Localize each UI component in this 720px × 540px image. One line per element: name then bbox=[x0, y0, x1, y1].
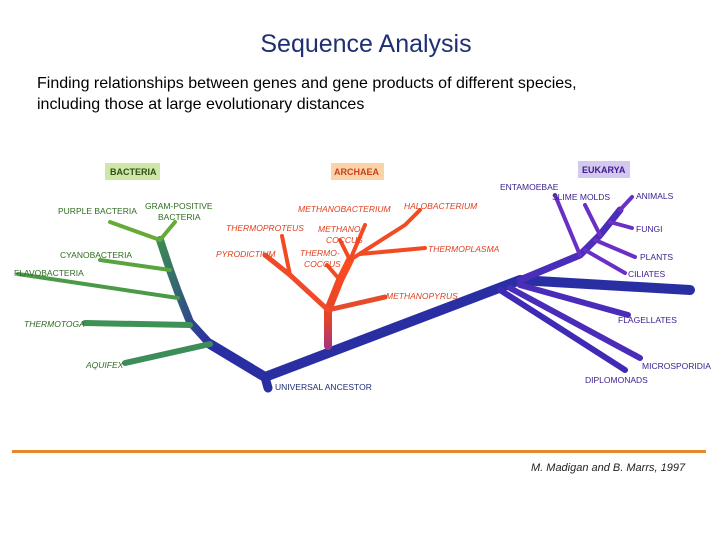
label-thermococcus-2: COCCUS bbox=[304, 259, 341, 269]
label-slime-molds: SLIME MOLDS bbox=[552, 192, 610, 202]
body-line-1: Finding relationships between genes and … bbox=[37, 75, 577, 92]
label-methanococcus-2: COCCUS bbox=[326, 235, 363, 245]
body-line-2: including those at large evolutionary di… bbox=[37, 96, 365, 113]
label-universal-ancestor: UNIVERSAL ANCESTOR bbox=[275, 382, 372, 392]
archaea-group-label: ARCHAEA bbox=[334, 167, 380, 177]
label-methanobacterium: METHANOBACTERIUM bbox=[298, 204, 391, 214]
branch-slime-molds bbox=[583, 203, 602, 237]
label-diplomonads: DIPLOMONADS bbox=[585, 375, 648, 385]
label-aquifex: AQUIFEX bbox=[85, 360, 124, 370]
label-fungi: FUNGI bbox=[636, 224, 662, 234]
label-halobacterium: HALOBACTERIUM bbox=[404, 201, 478, 211]
trunk-root bbox=[260, 372, 273, 393]
label-thermotoga: THERMOTOGA bbox=[24, 319, 85, 329]
bacteria-group-label: BACTERIA bbox=[110, 167, 157, 177]
eukarya-label-box bbox=[578, 161, 630, 178]
bacteria-main-branch bbox=[156, 236, 214, 348]
label-microsporidia: MICROSPORIDIA bbox=[642, 361, 711, 371]
branch-thermoproteus bbox=[280, 234, 292, 277]
branch-flavobacteria bbox=[16, 272, 180, 300]
label-entamoebae: ENTAMOEBAE bbox=[500, 182, 559, 192]
branch-methanococcus bbox=[338, 238, 352, 262]
label-ciliates: CILIATES bbox=[628, 269, 665, 279]
slide-title: Sequence Analysis bbox=[260, 30, 472, 58]
label-flavobacteria: FLAVOBACTERIA bbox=[14, 268, 84, 278]
label-gram-positive-1: GRAM-POSITIVE bbox=[145, 201, 213, 211]
label-animals: ANIMALS bbox=[636, 191, 674, 201]
label-thermoproteus: THERMOPROTEUS bbox=[226, 223, 304, 233]
branch-animals bbox=[618, 195, 634, 212]
branch-thermotoga bbox=[82, 320, 193, 328]
branch-microsporidia bbox=[507, 285, 643, 361]
branch-fungi bbox=[608, 220, 634, 230]
branch-aquifex bbox=[122, 341, 213, 366]
label-thermoplasma: THERMOPLASMA bbox=[428, 244, 500, 254]
label-cyanobacteria: CYANOBACTERIA bbox=[60, 250, 132, 260]
branch-diplomonads bbox=[497, 287, 628, 373]
branch-ciliates bbox=[583, 248, 627, 275]
slide-body: Finding relationships between genes and … bbox=[37, 73, 697, 115]
branch-flagellates bbox=[517, 282, 631, 318]
label-pyrodictium: PYRODICTIUM bbox=[216, 249, 276, 259]
branch-methanopyrus bbox=[325, 294, 388, 313]
branch-thermoplasma bbox=[358, 246, 427, 256]
citation-credit: M. Madigan and B. Marrs, 1997 bbox=[531, 462, 686, 474]
branch-halobacterium bbox=[348, 208, 422, 262]
divider-rule bbox=[12, 450, 706, 453]
label-methanopyrus: METHANOPYRUS bbox=[386, 291, 458, 301]
label-methanococcus-1: METHANO- bbox=[318, 224, 364, 234]
bacteria-label-box bbox=[105, 163, 160, 180]
branch-cyanobacteria bbox=[98, 258, 172, 272]
label-plants: PLANTS bbox=[640, 252, 673, 262]
phylogenetic-tree: BACTERIA ARCHAEA EUKARYA bbox=[14, 161, 711, 393]
label-gram-positive-2: BACTERIA bbox=[158, 212, 201, 222]
trunk-branch bbox=[205, 275, 695, 382]
branch-plants bbox=[593, 238, 637, 259]
eukarya-group-label: EUKARYA bbox=[582, 165, 626, 175]
branch-thermococcus bbox=[325, 263, 342, 282]
branch-gram-positive bbox=[158, 220, 177, 242]
label-thermococcus-1: THERMO- bbox=[300, 248, 340, 258]
archaea-label-box bbox=[331, 163, 384, 180]
branch-methanobacterium bbox=[348, 223, 367, 262]
archaea-main-branch bbox=[324, 256, 354, 350]
branch-purple-bacteria bbox=[108, 220, 162, 242]
branch-entamoebae bbox=[553, 193, 582, 257]
label-purple-bacteria: PURPLE BACTERIA bbox=[58, 206, 137, 216]
label-flagellates: FLAGELLATES bbox=[618, 315, 677, 325]
